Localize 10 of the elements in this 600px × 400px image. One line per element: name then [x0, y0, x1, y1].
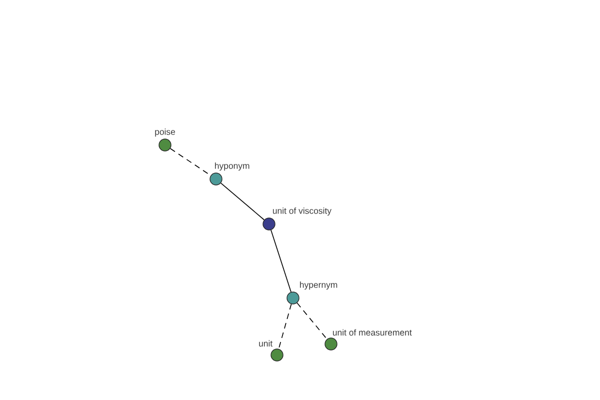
connector-line: [220, 182, 265, 220]
node-label: unit of viscosity: [272, 207, 332, 216]
node-label: unit of measurement: [332, 329, 412, 336]
connector-line: [296, 302, 328, 340]
node-label: poise: [155, 128, 176, 137]
node-label: hyponym: [215, 162, 250, 171]
node-label: unit: [259, 340, 273, 347]
node-label: hypernym: [300, 281, 338, 290]
connector-line: [278, 304, 292, 350]
connector-line: [270, 230, 292, 292]
